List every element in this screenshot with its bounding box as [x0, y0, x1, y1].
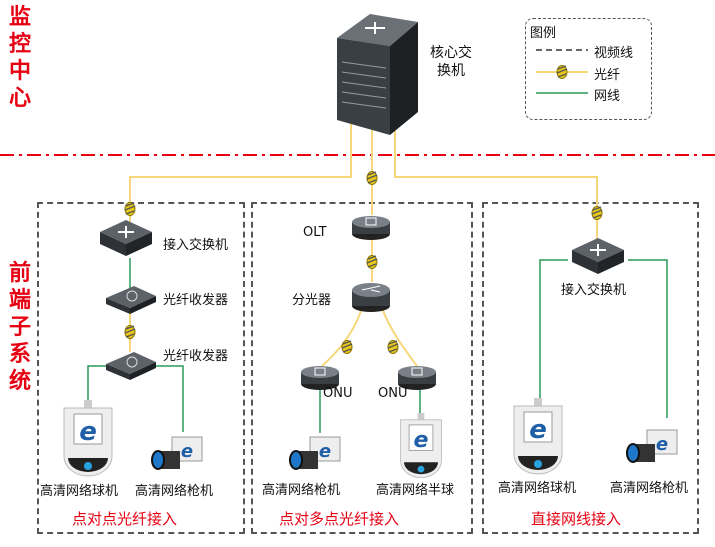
- access-switch-icon: [99, 219, 153, 257]
- mini-dome-camera-icon: [400, 412, 442, 479]
- group-box-p2p: [37, 202, 245, 534]
- group-title: 直接网线接入: [531, 510, 622, 528]
- fiber-connector-icon: [124, 324, 136, 340]
- bullet-camera-icon: [626, 429, 678, 463]
- legend-label-network: 网线: [594, 89, 621, 104]
- fiber-connector-icon: [366, 170, 378, 186]
- access-switch-label: 接入交换机: [163, 238, 229, 253]
- legend-box: [525, 18, 652, 120]
- group-title: 点对点光纤接入: [72, 510, 178, 528]
- olt-icon: [351, 215, 391, 241]
- fiber-connector-icon: [591, 205, 603, 221]
- camera-label: 高清网络球机: [498, 481, 577, 496]
- camera-label: 高清网络枪机: [610, 481, 689, 496]
- bullet-camera-icon: [289, 436, 341, 470]
- group-box-direct: [482, 202, 699, 534]
- legend-label-video: 视频线: [594, 46, 634, 61]
- camera-label: 高清网络枪机: [135, 484, 214, 499]
- access-switch-icon: [571, 237, 625, 275]
- core-switch-label: 核心交换机: [430, 45, 472, 79]
- camera-label: 高清网络球机: [40, 484, 119, 499]
- camera-label: 高清网络枪机: [262, 483, 341, 498]
- olt-label: OLT: [303, 225, 327, 240]
- legend-title: 图例: [530, 26, 557, 41]
- legend-label-fiber: 光纤: [594, 68, 621, 83]
- group-box-p2mp: [251, 202, 473, 534]
- fiber-transceiver-icon: [105, 285, 157, 315]
- onu-label: ONU: [378, 386, 408, 401]
- fiber-transceiver-icon: [105, 351, 157, 381]
- bullet-camera-icon: [151, 436, 203, 470]
- fiber-connector-icon: [556, 64, 568, 80]
- splitter-icon: [352, 283, 390, 312]
- fiber-connector-icon: [124, 201, 136, 217]
- fiber-connector-icon: [341, 339, 353, 355]
- transceiver-label: 光纤收发器: [163, 293, 229, 308]
- splitter-label: 分光器: [292, 293, 332, 308]
- core-switch-icon: [337, 14, 418, 135]
- section-label-control-center: 监控中心: [8, 5, 31, 111]
- fiber-connector-icon: [366, 254, 378, 270]
- fiber-connector-icon: [387, 339, 399, 355]
- transceiver-label: 光纤收发器: [163, 349, 229, 364]
- access-switch-label: 接入交换机: [561, 283, 627, 298]
- dome-camera-icon: [63, 399, 113, 477]
- camera-label: 高清网络半球: [376, 483, 455, 498]
- group-title: 点对多点光纤接入: [279, 510, 400, 528]
- dome-camera-icon: [513, 397, 563, 475]
- onu-label: ONU: [323, 386, 353, 401]
- section-label-front-end: 前端子系统: [8, 261, 31, 394]
